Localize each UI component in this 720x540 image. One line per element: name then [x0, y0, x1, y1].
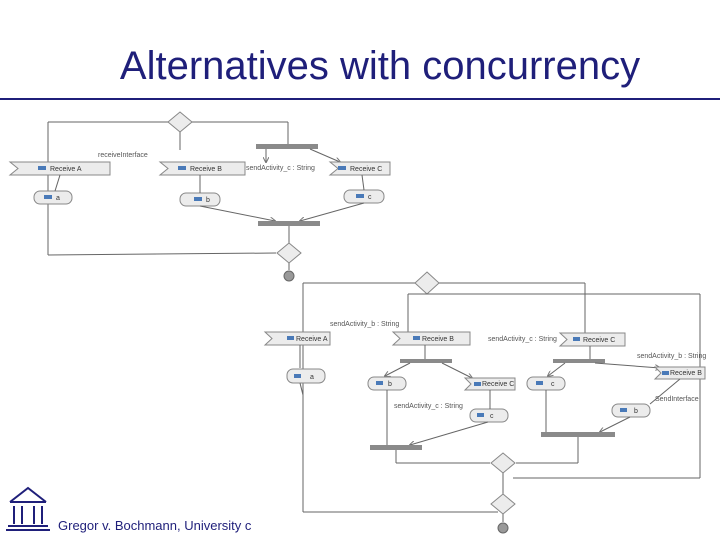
action-label-c-3: c [490, 413, 494, 420]
action-node-b-2 [367, 376, 407, 391]
diagram-1 [8, 111, 391, 282]
action-icon [620, 408, 627, 412]
receive-label-b: Receive B [190, 166, 222, 173]
action-icon [376, 381, 383, 385]
receive-label-b-3: Receive B [670, 370, 702, 377]
send-icon [413, 336, 420, 340]
final-node-1 [283, 270, 295, 282]
label-send-activity-c: sendActivity_c : String [246, 165, 315, 172]
action-icon [536, 381, 543, 385]
action-label-b-3: b [634, 408, 638, 415]
send-icon [474, 382, 481, 386]
receive-node-c [328, 161, 391, 176]
receive-node-b [158, 161, 246, 176]
send-icon [178, 166, 186, 170]
slide-title: Alternatives with concurrency [119, 44, 641, 88]
action-label-a: a [56, 195, 60, 202]
send-icon [38, 166, 46, 170]
title-rule [0, 98, 720, 100]
fork-bar-2 [400, 359, 452, 363]
label-send-activity-c-2: sendActivity_c : String [394, 403, 463, 410]
fork-bar-1 [256, 144, 318, 149]
action-icon [44, 195, 52, 199]
action-icon [194, 197, 202, 201]
action-icon [477, 413, 484, 417]
join-bar-1 [258, 221, 320, 226]
receive-node-b-2 [391, 331, 471, 346]
send-icon [573, 337, 580, 341]
send-icon [287, 336, 294, 340]
action-icon [356, 194, 364, 198]
merge-node-3 [490, 493, 516, 515]
fork-bar-3 [553, 359, 605, 363]
receive-node-a-2 [263, 331, 331, 346]
final-node-2 [497, 522, 509, 534]
action-label-c-2: c [551, 381, 555, 388]
action-label-b-2: b [388, 381, 392, 388]
receive-label-c-2: Receive C [583, 337, 615, 344]
action-node-a [33, 190, 73, 205]
receive-label-c-3: Receive C [482, 381, 514, 388]
action-node-a-2 [286, 368, 326, 384]
label-send-activity-c-1: sendActivity_c : String [488, 336, 557, 343]
action-label-a-2: a [310, 374, 314, 381]
merge-node-1 [276, 242, 302, 264]
action-icon [294, 374, 301, 378]
decision-node-2 [414, 271, 440, 295]
label-send-interface: SendInterface [655, 396, 699, 403]
receive-node-c-2 [558, 332, 626, 347]
decision-node-top [167, 111, 193, 133]
action-node-c-3 [469, 408, 509, 423]
receive-label-a: Receive A [50, 166, 82, 173]
action-label-c: c [368, 194, 372, 201]
join-bar-2 [370, 445, 422, 450]
send-icon [662, 371, 669, 375]
action-node-c-2 [526, 376, 566, 391]
label-send-activity-b-2: sendActivity_b : String [637, 353, 706, 360]
receive-label-c: Receive C [350, 166, 382, 173]
label-send-activity-b-1: sendActivity_b : String [330, 321, 399, 328]
receive-label-b-2: Receive B [422, 336, 454, 343]
merge-node-2 [490, 452, 516, 474]
action-node-b-3 [611, 403, 651, 418]
university-logo-icon [6, 486, 50, 531]
join-bar-3 [541, 432, 615, 437]
label-receive-interface: receiveInterface [98, 152, 148, 159]
receive-label-a-2: Receive A [296, 336, 328, 343]
send-icon [338, 166, 346, 170]
action-label-b: b [206, 197, 210, 204]
diagram-2 [263, 271, 706, 534]
footer-text: Gregor v. Bochmann, University c [58, 518, 252, 533]
